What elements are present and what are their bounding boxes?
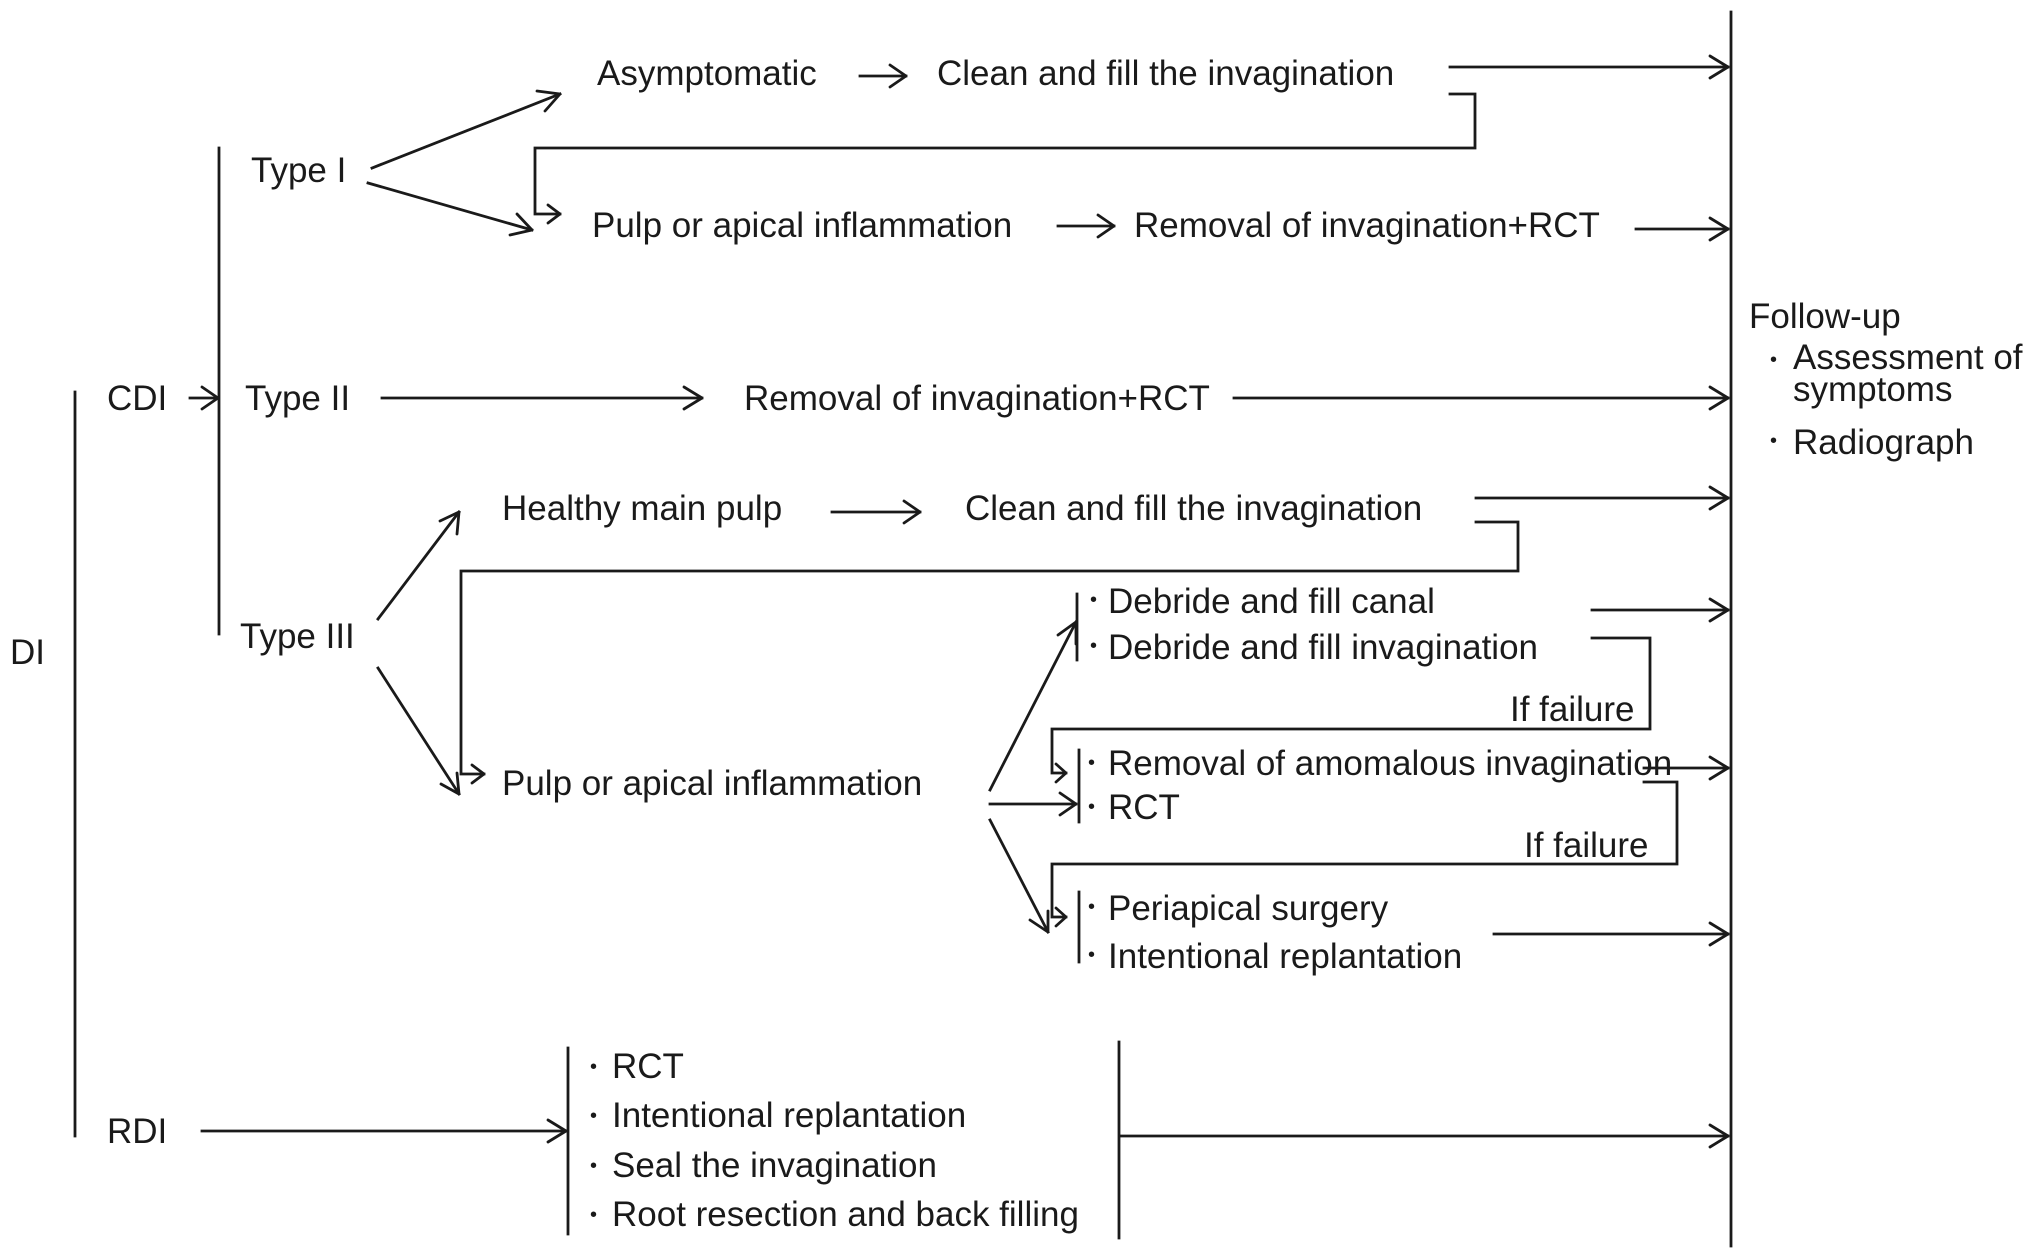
followup-item: Radiograph: [1793, 423, 1974, 462]
bullet: •: [590, 1105, 598, 1127]
bullet: •: [1088, 896, 1096, 918]
type1-asymptomatic: Asymptomatic: [597, 54, 817, 93]
rdi-option: Seal the invagination: [612, 1146, 937, 1185]
type3-inflammation: Pulp or apical inflammation: [502, 764, 923, 803]
inflammation-to-option1-arrow: [988, 620, 1078, 792]
bullet: •: [1088, 944, 1096, 966]
option1-item: Debride and fill canal: [1108, 582, 1435, 621]
type2-label: Type II: [245, 379, 351, 418]
option2-failure-loop: [1050, 780, 1679, 919]
type3-healthy-pulp: Healthy main pulp: [502, 489, 783, 528]
rdi-option: Intentional replantation: [612, 1096, 967, 1135]
type2-removal-rct: Removal of invagination+RCT: [744, 379, 1210, 418]
type1-label: Type I: [251, 151, 347, 190]
type3-label: Type III: [240, 617, 355, 656]
bullet: •: [590, 1056, 598, 1078]
type3-to-inflammation-arrow: [376, 666, 461, 796]
bullet: •: [1770, 349, 1778, 371]
inflammation-to-option3-arrow: [988, 818, 1050, 934]
failure-label: If failure: [1510, 690, 1635, 729]
bullet: •: [1088, 796, 1096, 818]
di-label: DI: [10, 633, 45, 672]
type3-clean-fill: Clean and fill the invagination: [965, 489, 1423, 528]
type1-failure-loop: [533, 92, 1477, 216]
rdi-option: Root resection and back filling: [612, 1195, 1079, 1234]
followup-title: Follow-up: [1749, 297, 1901, 336]
option3-item: Intentional replantation: [1108, 937, 1463, 976]
type1-to-inflammation-arrow: [366, 181, 534, 232]
followup-item: Assessment of symptoms: [1793, 338, 2023, 409]
type3-to-healthy-arrow: [376, 510, 461, 621]
bullet: •: [1088, 752, 1096, 774]
option2-item: Removal of amomalous invagination: [1108, 744, 1673, 783]
rdi-option: RCT: [612, 1047, 684, 1086]
bullet: •: [1090, 589, 1098, 611]
bullet: •: [1090, 635, 1098, 657]
type3-failure-loop: [459, 520, 1520, 776]
failure-label: If failure: [1524, 826, 1649, 865]
option1-item: Debride and fill invagination: [1108, 628, 1538, 667]
bullet: •: [590, 1204, 598, 1226]
option3-item: Periapical surgery: [1108, 889, 1389, 928]
cdi-label: CDI: [107, 379, 168, 418]
type1-clean-fill: Clean and fill the invagination: [937, 54, 1395, 93]
type1-removal-rct: Removal of invagination+RCT: [1134, 206, 1600, 245]
type1-to-asymptomatic-arrow: [370, 92, 562, 170]
type1-inflammation: Pulp or apical inflammation: [592, 206, 1013, 245]
rdi-label: RDI: [107, 1112, 168, 1151]
bullet: •: [590, 1155, 598, 1177]
option2-item: RCT: [1108, 788, 1180, 827]
bullet: •: [1770, 430, 1778, 452]
option1-failure-loop: [1050, 636, 1652, 775]
